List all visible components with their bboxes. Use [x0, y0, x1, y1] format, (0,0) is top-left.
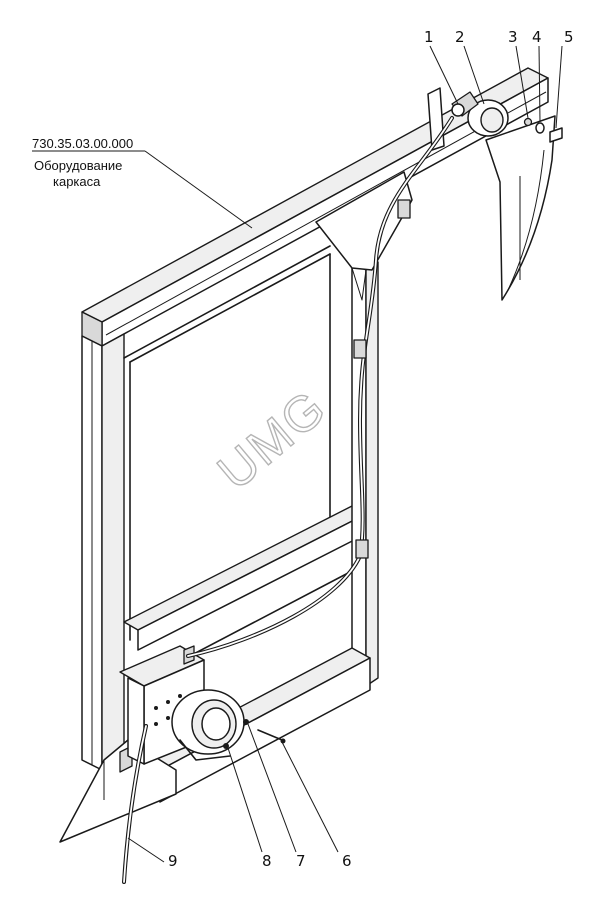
assembly-part-number: 730.35.03.00.000: [32, 136, 133, 151]
top-right-cover-plate: [485, 115, 556, 301]
callout-5: 5: [564, 28, 574, 46]
inner-frame: [123, 245, 331, 641]
umg-watermark: UMG: [207, 379, 337, 501]
assembly-reference: 730.35.03.00.000 Оборудование каркаса: [32, 136, 253, 229]
left-post: [81, 333, 125, 771]
callout-1: 1: [424, 28, 434, 46]
callout-7: 7: [296, 852, 306, 870]
callout-leaders: [127, 45, 563, 863]
callout-2: 2: [455, 28, 465, 46]
callout-numbers: 1 2 3 4 5 6 7 8 9: [168, 28, 574, 870]
right-post: [351, 261, 379, 687]
assembly-description-line2: каркаса: [53, 174, 101, 189]
lower-reel-housing: [171, 689, 249, 761]
callout-4: 4: [532, 28, 542, 46]
upper-gusset: [315, 171, 413, 301]
middle-rail: [123, 505, 367, 651]
callout-8: 8: [262, 852, 272, 870]
assembly-description-line1: Оборудование: [34, 158, 122, 173]
callout-3: 3: [508, 28, 518, 46]
callout-9: 9: [168, 852, 178, 870]
cable-harness: [122, 116, 454, 884]
cable-clips: [353, 199, 411, 559]
callout-6: 6: [342, 852, 352, 870]
